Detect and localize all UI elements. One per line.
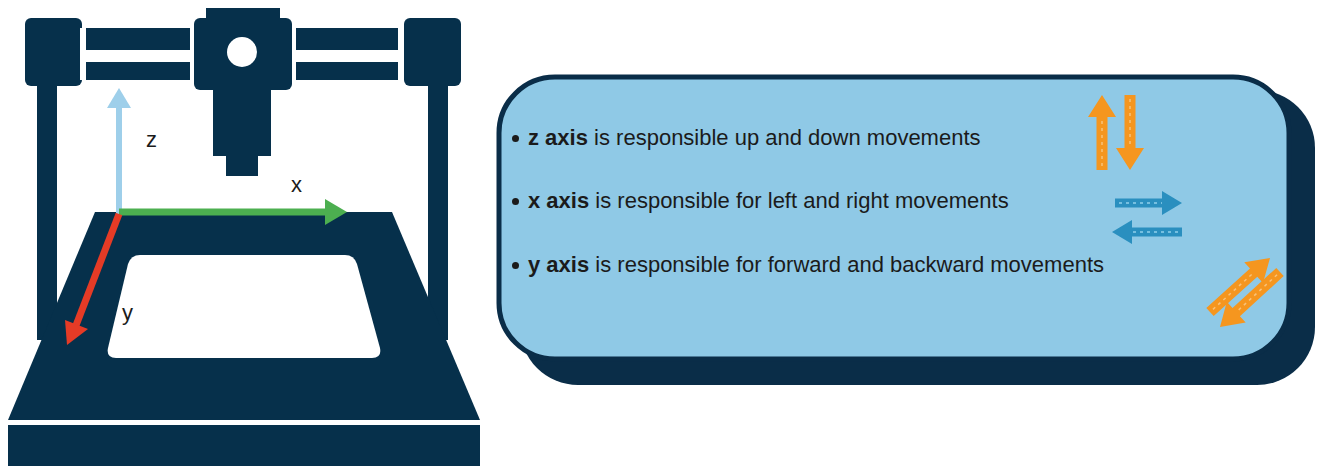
nozzle bbox=[226, 156, 258, 176]
axis-label: y bbox=[122, 301, 133, 325]
z-axis-head bbox=[107, 88, 131, 108]
arrow-stripe bbox=[1101, 117, 1103, 166]
info-panel: z axisis responsible up and down movemen… bbox=[512, 100, 1272, 350]
x-axis-arrow bbox=[119, 209, 330, 216]
rail-gap bbox=[292, 28, 296, 80]
arrow-stripe bbox=[1132, 231, 1178, 233]
rail-gap bbox=[80, 28, 86, 80]
bullet-line: x axisis responsible for left and right … bbox=[512, 188, 1009, 214]
bed bbox=[8, 212, 480, 420]
arrow-shape bbox=[1112, 220, 1182, 244]
axis-label: z bbox=[146, 128, 157, 152]
y-axis-head bbox=[65, 320, 88, 345]
arrow-shape bbox=[1116, 95, 1144, 170]
rail-gap bbox=[190, 28, 194, 80]
axis-description: is responsible up and down movements bbox=[594, 125, 980, 151]
x-axis-head bbox=[325, 199, 347, 225]
bullet bbox=[512, 198, 519, 205]
axes bbox=[65, 88, 347, 345]
post bbox=[428, 80, 448, 340]
arrow-shape bbox=[1220, 268, 1284, 327]
arrow-stripe bbox=[1119, 202, 1162, 204]
left-right-icon bbox=[1112, 191, 1182, 244]
end-block bbox=[25, 18, 82, 86]
post bbox=[37, 80, 57, 340]
arrow-shape bbox=[1088, 95, 1116, 170]
rail-slot bbox=[296, 50, 400, 62]
icons bbox=[1088, 95, 1284, 327]
bullet-line: z axisis responsible up and down movemen… bbox=[512, 125, 981, 151]
rail-gap bbox=[398, 28, 404, 80]
z-axis-arrow bbox=[116, 104, 122, 214]
axis-label: x bbox=[291, 173, 302, 197]
bed-window bbox=[108, 255, 381, 358]
end-block bbox=[404, 18, 461, 86]
arrow-stripe bbox=[1129, 99, 1131, 148]
y-axis-arrow bbox=[75, 214, 119, 328]
axis-name: z axis bbox=[528, 125, 588, 151]
machine bbox=[8, 8, 480, 466]
carriage bbox=[194, 18, 292, 90]
carriage-hole bbox=[227, 37, 257, 67]
axis-name: x axis bbox=[528, 188, 589, 214]
tool-head bbox=[213, 90, 271, 156]
axis-description: is responsible for left and right moveme… bbox=[595, 188, 1008, 214]
base bbox=[8, 425, 480, 466]
arrow-shape bbox=[1115, 191, 1182, 215]
panel bbox=[499, 77, 1289, 359]
up-down-icon bbox=[1088, 95, 1144, 170]
rail-slot bbox=[86, 50, 190, 62]
axis-name: y axis bbox=[528, 252, 589, 278]
arrow-stripe bbox=[1236, 275, 1277, 312]
bullet-line: y axisis responsible for forward and bac… bbox=[512, 252, 1104, 278]
diagonal-icon bbox=[1206, 258, 1283, 327]
bullet bbox=[512, 135, 519, 142]
axis-description: is responsible for forward and backward … bbox=[595, 252, 1104, 278]
bullet bbox=[512, 262, 519, 269]
